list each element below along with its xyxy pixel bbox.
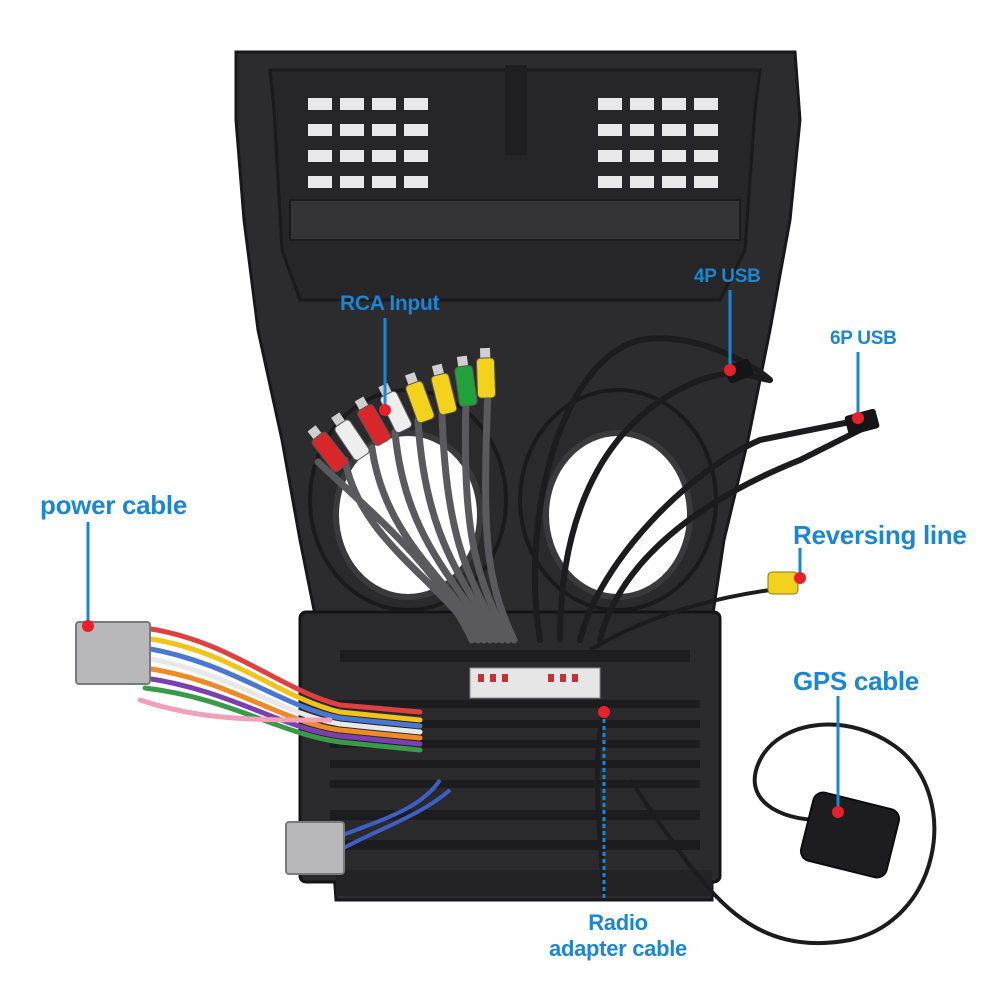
mount-tab [505,65,527,155]
radio-adapter-label: Radio adapter cable [548,910,688,962]
gps-cable-label: GPS cable [793,666,919,696]
usb-4p-label: 4P USB [694,266,761,287]
radio-adapter-label-line1: Radio [588,910,648,935]
bottom-lip [336,870,712,896]
rca-plug-red [354,396,391,446]
radio-adapter-plug [285,821,345,875]
rca-plug-yellow [405,372,435,424]
rca-plug-yellow [475,347,497,399]
power-harness-wires [137,625,423,753]
rca-cable-bundle [314,386,518,644]
radio-adapter-label-line2: adapter cable [549,936,687,961]
rca-plug-white [331,412,370,461]
vent-right [598,98,718,188]
vent-left [308,98,428,188]
rca-plug-green [454,355,478,408]
callout-lines [86,290,860,900]
rear-connector [469,667,601,699]
cooling-fins [330,650,700,850]
reversing-cable [588,588,771,652]
power-plug [75,621,151,685]
reversing-plug [767,571,799,595]
callout-markers [82,364,864,818]
reversing-line-label: Reversing line [793,520,967,550]
rca-plugs [307,347,497,473]
power-cable-label: power cable [40,490,187,520]
gps-cable [628,722,937,946]
radio-adapter-cable [594,699,609,901]
rca-input-label: RCA Input [340,292,440,315]
rca-plug-yellow [430,363,458,416]
round-vent-right [518,388,718,612]
gps-antenna [799,791,901,879]
rca-plug-white [378,382,413,434]
rca-plug-red [307,425,349,473]
usb-6p-label: 6P USB [830,328,897,349]
